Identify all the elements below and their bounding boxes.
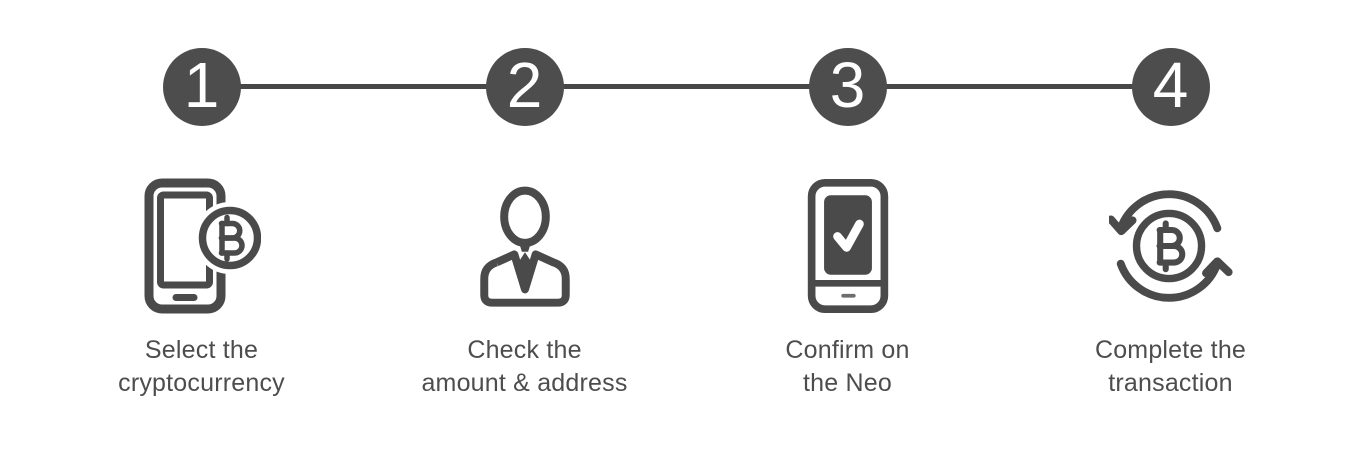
- step-1-label: Select the cryptocurrency: [118, 334, 285, 400]
- step-2-number-badge: 2: [485, 48, 564, 126]
- step-4-number-badge: 4: [1131, 48, 1210, 126]
- step-3: 3 Confirm on the Neo: [686, 48, 1009, 400]
- step-1-number-badge: 1: [162, 48, 241, 126]
- step-3-icon-area: [796, 176, 900, 316]
- step-1: 1 Select the: [40, 48, 363, 400]
- step-4-label: Complete the transaction: [1095, 334, 1246, 400]
- label-line-2: transaction: [1108, 369, 1233, 397]
- step-2-icon-area: [473, 176, 577, 316]
- step-1-icon-area: [143, 176, 261, 316]
- label-line-1: Complete the: [1094, 336, 1247, 364]
- step-number: 2: [506, 49, 543, 121]
- person-icon: [479, 186, 570, 307]
- step-number: 4: [1152, 49, 1189, 121]
- label-line-1: Confirm on: [785, 336, 910, 364]
- step-number: 3: [829, 49, 866, 121]
- step-3-label: Confirm on the Neo: [785, 334, 909, 400]
- step-4-icon-area: [1108, 176, 1233, 316]
- step-number: 1: [183, 49, 220, 121]
- step-3-number-badge: 3: [808, 48, 887, 126]
- step-2: 2 Check the amount & address: [363, 48, 686, 400]
- device-confirm-icon: [807, 179, 888, 313]
- step-2-label: Check the amount & address: [421, 334, 627, 400]
- label-line-1: Select the: [144, 336, 259, 364]
- label-line-1: Check the: [467, 336, 582, 364]
- label-line-2: the Neo: [803, 369, 892, 397]
- bitcoin-sync-icon: [1108, 190, 1233, 302]
- step-4: 4 Complete the: [1009, 48, 1332, 400]
- step-connector-line: [202, 84, 1170, 89]
- label-line-2: cryptocurrency: [118, 369, 285, 397]
- smartphone-bitcoin-icon: [144, 178, 261, 314]
- steps-row: 1 Select the: [40, 0, 1332, 400]
- label-line-2: amount & address: [421, 369, 628, 397]
